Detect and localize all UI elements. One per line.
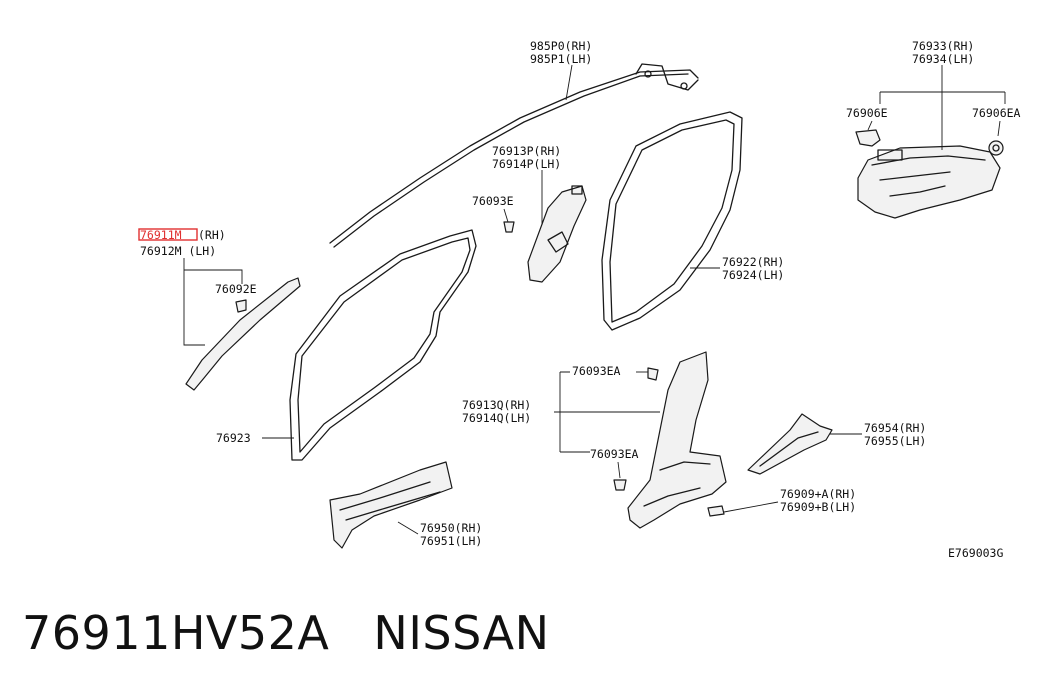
callout-76913p: 76913P(RH) 76914P(LH) [492,144,561,225]
callout-985p-rh: 985P0(RH) [530,39,592,53]
callout-76093e: 76093E [472,194,514,208]
callout-76092e: 76092E [215,282,257,296]
callout-76951-lh: 76951(LH) [420,534,482,548]
callout-76906e: 76906E [846,106,888,120]
rear-quarter-trim [857,145,1001,219]
callout-76933-lh: 76934(LH) [912,52,974,66]
center-pillar-lower-trim [627,351,727,529]
rear-door-weatherstrip [601,111,743,331]
callout-76950-rh: 76950(RH) [420,521,482,535]
part-number: 76911HV52A [22,606,330,660]
callout-985p-lh: 985P1(LH) [530,52,592,66]
callout-76913p-lh: 76914P(LH) [492,157,561,171]
callout-76909: 76909+A(RH) 76909+B(LH) [723,487,856,514]
callout-76914q-lh: 76914Q(LH) [462,411,531,425]
callout-76933-rh: 76933(RH) [912,39,974,53]
clip-76093ea-bottom: 76093EA [590,447,639,491]
front-kick-plate [329,461,453,549]
callout-76913q-rh: 76913Q(RH) [462,398,531,412]
front-pillar-trim [185,277,301,391]
callout-76913p-rh: 76913P(RH) [492,144,561,158]
callout-76923: 76923 [216,431,294,445]
callout-76924-lh: 76924(LH) [722,268,784,282]
callout-76922-rh: 76922(RH) [722,255,784,269]
drawing-code: E769003G [948,546,1003,560]
callout-76933: 76933(RH) 76934(LH) [879,39,1006,150]
callout-76954: 76954(RH) 76955(LH) [830,421,926,448]
clip-76906e: 76906E [846,106,888,147]
front-door-weatherstrip [289,229,477,461]
clip-76093e: 76093E [472,194,515,233]
callout-76913q: 76913Q(RH) 76914Q(LH) [462,371,660,453]
callout-76923: 76923 [216,431,251,445]
callout-76093ea-top: 76093EA [572,364,621,378]
callout-76906ea: 76906EA [972,106,1021,120]
callout-76912m-lh: 76912M (LH) [140,244,216,258]
part-highlight-box [138,228,198,241]
callout-76911m: 76911M (RH) 76912M (LH) [138,228,243,346]
callout-76955-lh: 76955(LH) [864,434,926,448]
clip-76906ea: 76906EA [972,106,1021,156]
roof-rail-trim [329,63,699,248]
callout-76954-rh: 76954(RH) [864,421,926,435]
rear-kick-plate [747,413,833,475]
callout-76922: 76922(RH) 76924(LH) [690,255,784,282]
clip-76092e: 76092E [215,282,257,313]
caption: 76911HV52A NISSAN [22,598,550,668]
callout-76911m-highlighted: 76911M [140,228,182,242]
clip-76093ea-top: 76093EA [572,364,659,381]
callout-76911m-rh: (RH) [198,228,226,242]
callout-76950: 76950(RH) 76951(LH) [397,521,482,548]
center-pillar-upper-trim [527,185,587,283]
callout-76093ea-bottom: 76093EA [590,447,639,461]
callout-76909-lh: 76909+B(LH) [780,500,856,514]
brand-name: NISSAN [373,606,550,660]
bracket-76909 [707,505,725,517]
callout-985p: 985P0(RH) 985P1(LH) [530,39,592,101]
callout-76909-rh: 76909+A(RH) [780,487,856,501]
parts-diagram: 985P0(RH) 985P1(LH) 76933(RH) 76934(LH) … [138,39,1021,560]
